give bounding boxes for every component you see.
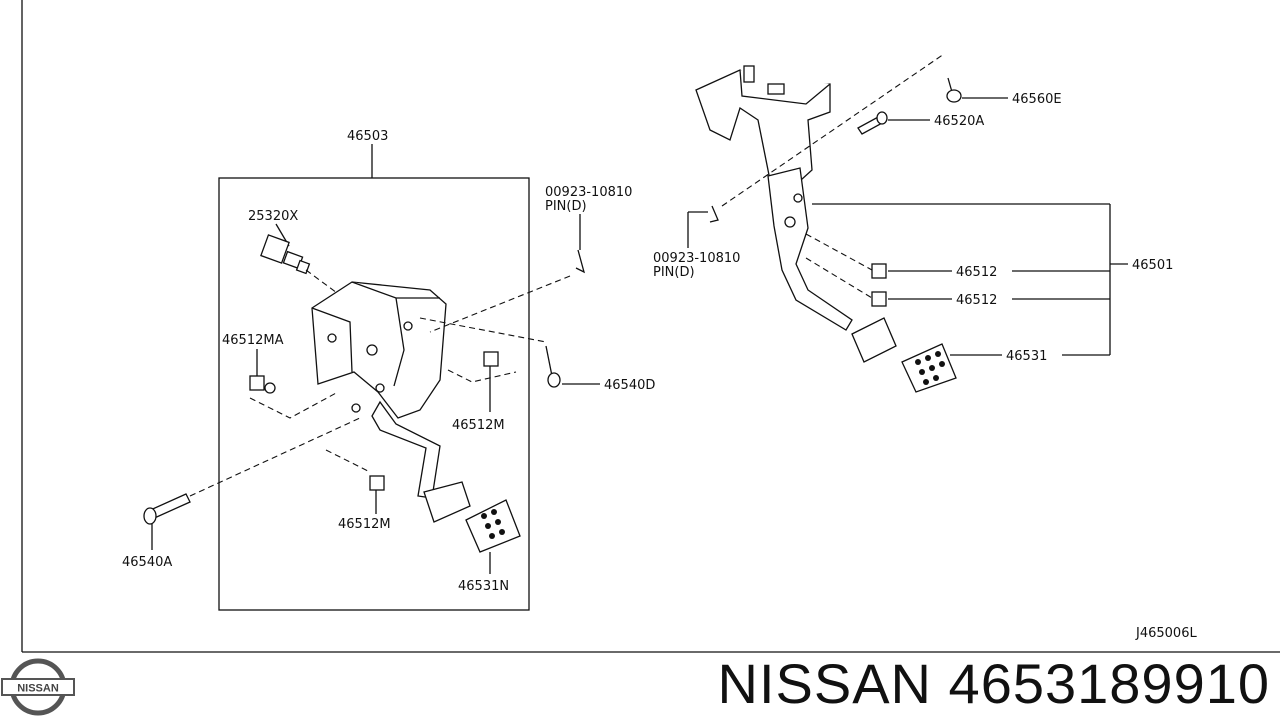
brake-pedal-arm-right	[767, 167, 853, 331]
pedal-pad-46531	[901, 343, 957, 393]
bushing-46512-a	[871, 263, 887, 279]
label-46531n: 46531N	[458, 579, 509, 594]
label-pin-left-line2: PIN(D)	[545, 199, 587, 214]
label-25320x: 25320X	[248, 209, 298, 224]
label-pin-left-line1: 00923-10810	[545, 185, 632, 200]
left-assembly: 46503 25320X 46512MA	[122, 129, 655, 611]
bushing-46512m-low	[369, 475, 385, 491]
nissan-logo-text: NISSAN	[17, 683, 59, 695]
bolt-46520a	[857, 111, 888, 135]
pin-left: 00923-10810 PIN(D)	[429, 185, 632, 333]
label-pin-right-line2: PIN(D)	[653, 265, 695, 280]
right-assembly: 00923-10810 PIN(D) 46560E 46520A 46512 4…	[653, 53, 1173, 393]
stop-lamp-switch	[260, 234, 311, 275]
bushing-46512ma	[249, 375, 265, 391]
bolt-46540a	[143, 493, 191, 525]
label-46512m-low: 46512M	[338, 517, 391, 532]
label-46501: 46501	[1132, 258, 1173, 273]
pedal-foot-right	[851, 317, 897, 363]
label-46503: 46503	[347, 129, 388, 144]
label-pin-right-line1: 00923-10810	[653, 251, 740, 266]
nissan-logo-icon: NISSAN	[1, 658, 75, 716]
diagram-code: J465006L	[1135, 626, 1197, 641]
assembly-box	[218, 177, 530, 611]
label-46512ma: 46512MA	[222, 333, 284, 348]
bushing-46512-b	[871, 291, 887, 307]
pedal-pad-46531n	[465, 499, 521, 553]
screw-46560e	[946, 77, 962, 103]
label-46512-a: 46512	[956, 265, 997, 280]
bushing-46512m-mid	[483, 351, 499, 367]
label-46512m-mid: 46512M	[452, 418, 505, 433]
brake-pedal-arm	[351, 400, 471, 523]
label-46531: 46531	[1006, 349, 1047, 364]
label-46540d: 46540D	[604, 378, 655, 393]
label-46540a: 46540A	[122, 555, 172, 570]
nut-46540d	[545, 345, 561, 388]
label-46560e: 46560E	[1012, 92, 1062, 107]
pedal-bracket	[311, 281, 447, 419]
label-46512-b: 46512	[956, 293, 997, 308]
label-46520a: 46520A	[934, 114, 984, 129]
part-number-title: NISSAN 4653189910	[717, 652, 1270, 715]
diagram-frame	[21, 0, 1280, 653]
